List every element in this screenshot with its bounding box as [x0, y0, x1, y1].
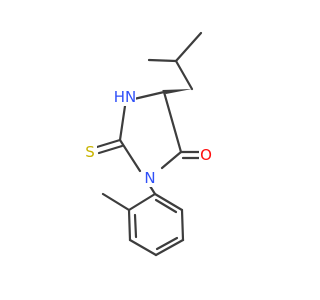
bond	[148, 184, 157, 196]
carbonyl-double-bond	[179, 150, 201, 160]
bond	[132, 90, 166, 101]
bond	[128, 238, 158, 257]
imidazolidine-ring	[118, 90, 183, 173]
atom-label-s: S	[84, 143, 97, 161]
s-label: S	[85, 143, 95, 161]
bond	[154, 198, 178, 214]
thione-double-bond	[95, 138, 124, 155]
bond	[155, 236, 179, 251]
atom-label-o: O	[199, 146, 214, 164]
atom-label-n: N	[143, 169, 157, 187]
bond	[118, 138, 142, 173]
bond	[147, 58, 178, 63]
bond	[127, 192, 157, 212]
bond	[180, 208, 185, 242]
bond	[174, 59, 194, 91]
n-label: N	[144, 169, 155, 187]
isobutyl-group	[147, 31, 203, 91]
bond	[162, 90, 183, 154]
bond	[174, 31, 203, 63]
molecule-structure: HN N O S	[84, 31, 214, 257]
atom-label-nh: HN	[114, 88, 137, 106]
bond	[97, 144, 124, 155]
tolyl-ring	[127, 192, 185, 257]
nh-label: HN	[114, 88, 137, 106]
bond	[95, 138, 122, 149]
bond	[153, 192, 184, 212]
methyl-bond	[101, 192, 131, 212]
bond	[133, 213, 138, 239]
stereo-wedge-bond	[162, 89, 192, 94]
bond	[127, 208, 132, 242]
bond	[154, 238, 185, 257]
o-label: O	[200, 146, 212, 164]
bond	[160, 150, 183, 170]
bond	[118, 104, 127, 142]
